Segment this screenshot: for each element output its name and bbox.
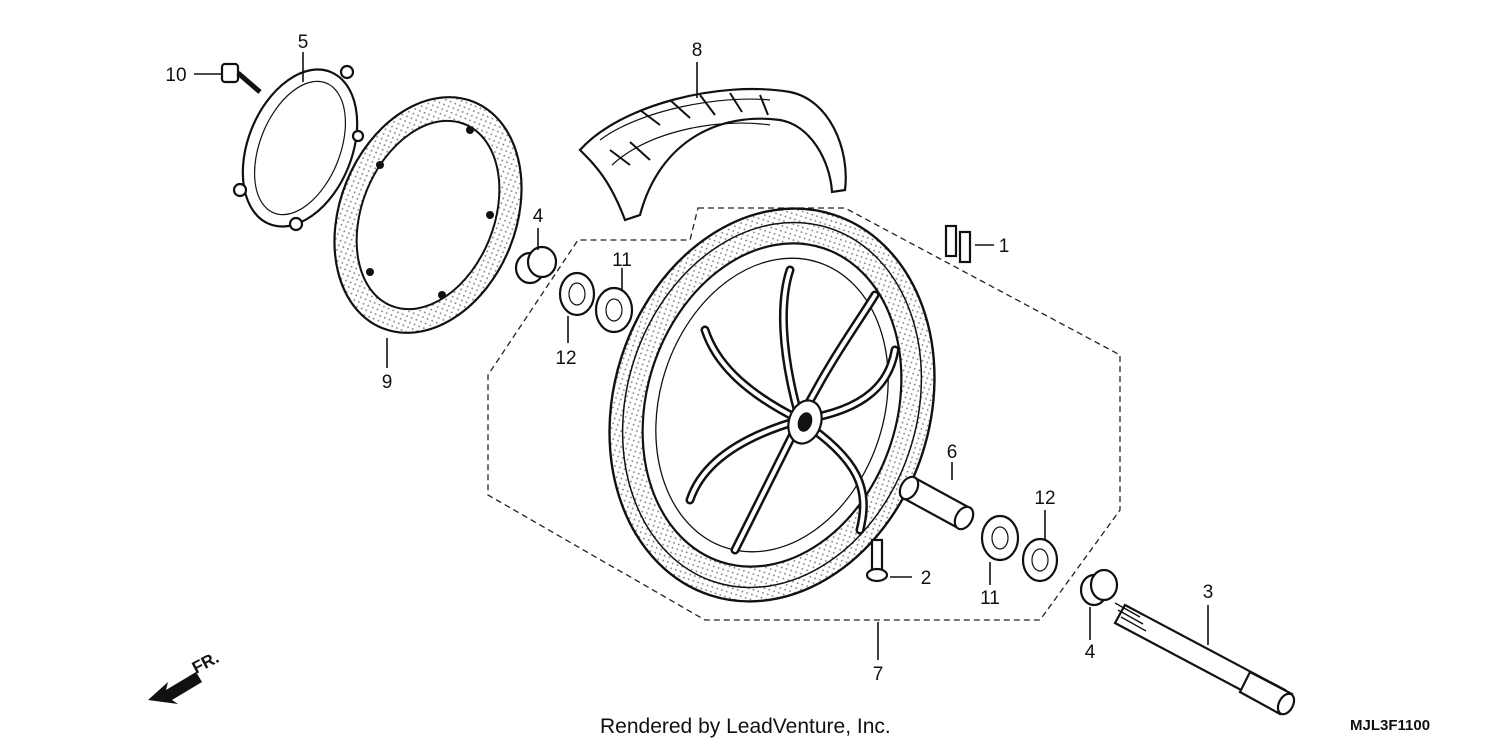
pulser-ring[interactable]	[221, 52, 379, 243]
tire-valve[interactable]	[865, 538, 889, 583]
leader-lines	[194, 52, 1209, 660]
front-axle[interactable]	[1113, 602, 1297, 717]
callout-6[interactable]: 6	[947, 442, 958, 463]
callout-10[interactable]: 10	[165, 65, 186, 86]
bearing-left[interactable]	[594, 286, 634, 334]
callout-4-right[interactable]: 4	[1085, 642, 1096, 663]
callout-7[interactable]: 7	[873, 664, 884, 685]
callout-5[interactable]: 5	[298, 32, 309, 53]
bolt[interactable]	[220, 62, 262, 94]
side-collar-left[interactable]	[514, 245, 558, 285]
callout-4-left[interactable]: 4	[533, 206, 544, 227]
callout-1[interactable]: 1	[999, 236, 1010, 257]
distance-collar[interactable]	[896, 474, 977, 533]
callout-8[interactable]: 8	[692, 40, 703, 61]
credit-text: Rendered by LeadVenture, Inc.	[600, 715, 891, 738]
tire[interactable]	[578, 87, 847, 222]
callout-2[interactable]: 2	[921, 568, 932, 589]
dust-seal-left[interactable]	[558, 271, 596, 317]
callout-11-left[interactable]: 11	[612, 250, 632, 271]
front-direction-arrow: FR.	[148, 648, 222, 704]
callout-12-right[interactable]: 12	[1034, 488, 1055, 509]
assembly-boundary	[487, 207, 1121, 621]
callout-9[interactable]: 9	[382, 372, 393, 393]
brake-disc[interactable]	[301, 69, 556, 361]
callout-11-right[interactable]: 11	[980, 588, 1000, 609]
callout-3[interactable]: 3	[1203, 582, 1214, 603]
diagram-code: MJL3F1100	[1350, 717, 1430, 734]
balance-weight[interactable]	[944, 224, 972, 264]
callouts: 1 2 3 4 4 5 6 7 8 9 10 11 11 12 12	[165, 32, 1213, 685]
dust-seal-right[interactable]	[1021, 537, 1059, 583]
bearing-right[interactable]	[980, 514, 1020, 562]
side-collar-right[interactable]	[1079, 568, 1119, 607]
wheel[interactable]	[560, 166, 984, 644]
front-arrow-label: FR.	[189, 648, 222, 678]
callout-12-left[interactable]: 12	[555, 348, 576, 369]
